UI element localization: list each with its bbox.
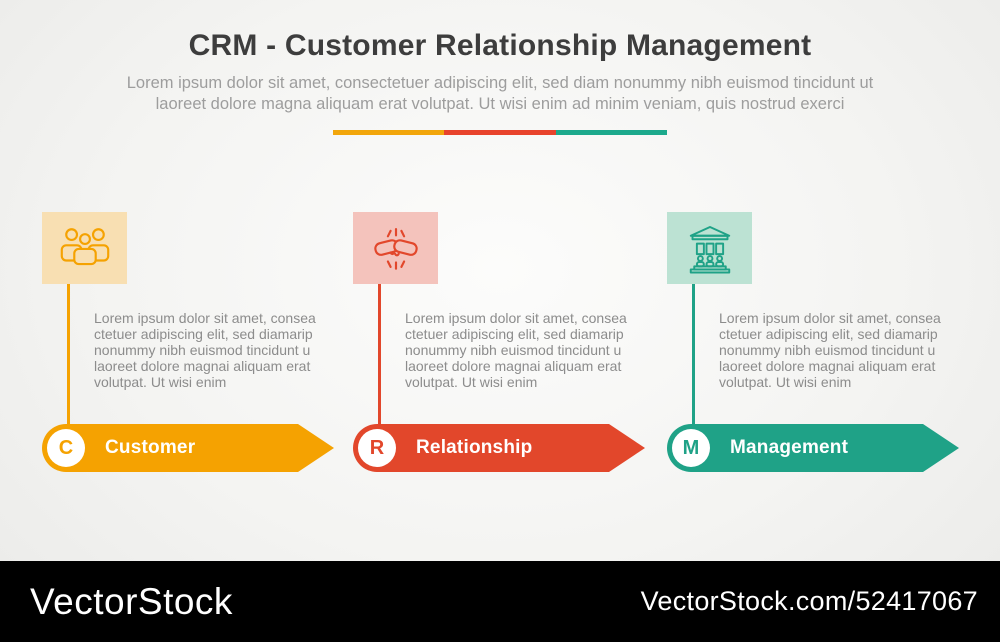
divider-segment-orange (333, 130, 445, 135)
connector-line (378, 284, 381, 425)
tricolor-divider (333, 130, 667, 135)
handshake-icon (373, 228, 418, 270)
page-title: CRM - Customer Relationship Management (188, 29, 812, 62)
watermark-bar: VectorStock VectorStock.com/52417067 (0, 561, 1000, 642)
relationship-badge: R (358, 429, 396, 467)
column-customer: Lorem ipsum dolor sit amet, consea ctetu… (42, 212, 336, 474)
people-group-icon (60, 228, 109, 266)
arrow-right-icon (609, 424, 645, 472)
relationship-banner-bar: R Relationship (353, 424, 609, 472)
management-banner-bar: M Management (667, 424, 923, 472)
customer-banner-bar: C Customer (42, 424, 298, 472)
relationship-label: Relationship (416, 437, 533, 458)
divider-segment-teal (555, 130, 667, 135)
relationship-banner: R Relationship (353, 424, 645, 472)
column-management: Lorem ipsum dolor sit amet, consea ctetu… (667, 212, 961, 474)
page-subtitle: Lorem ipsum dolor sit amet, consectetuer… (70, 73, 930, 115)
vectorstock-credit: VectorStock.com/52417067 (640, 586, 978, 616)
relationship-description: Lorem ipsum dolor sit amet, consea ctetu… (405, 310, 627, 390)
bank-building-icon (689, 226, 730, 274)
customer-banner: C Customer (42, 424, 334, 472)
relationship-icon-box (353, 212, 438, 284)
connector-line (67, 284, 70, 425)
management-description: Lorem ipsum dolor sit amet, consea ctetu… (719, 310, 941, 390)
column-relationship: Lorem ipsum dolor sit amet, consea ctetu… (353, 212, 647, 474)
subtitle-line-2: laoreet dolore magna aliquam erat volutp… (155, 95, 845, 113)
customer-label: Customer (105, 437, 196, 458)
customer-icon-box (42, 212, 127, 284)
arrow-right-icon (923, 424, 959, 472)
management-badge: M (672, 429, 710, 467)
management-icon-box (667, 212, 752, 284)
customer-badge: C (47, 429, 85, 467)
customer-description: Lorem ipsum dolor sit amet, consea ctetu… (94, 310, 316, 390)
connector-line (692, 284, 695, 425)
divider-segment-red (444, 130, 556, 135)
vectorstock-logo: VectorStock (30, 580, 233, 622)
management-banner: M Management (667, 424, 959, 472)
arrow-right-icon (298, 424, 334, 472)
management-label: Management (730, 437, 849, 458)
subtitle-line-1: Lorem ipsum dolor sit amet, consectetuer… (126, 74, 874, 92)
